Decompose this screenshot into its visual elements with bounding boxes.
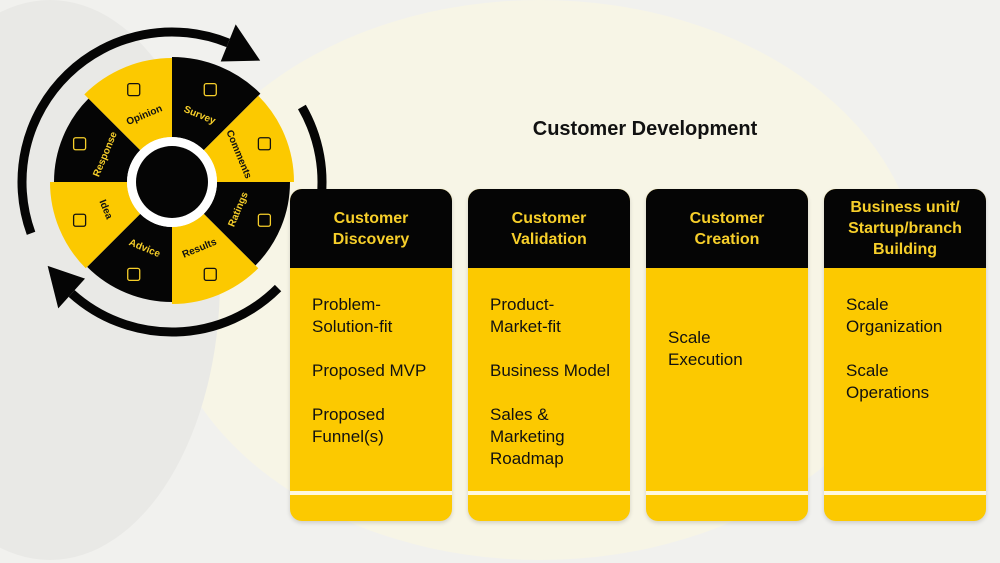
- stage-items: Scale Execution: [668, 268, 802, 451]
- wheel-segment-response: [54, 98, 141, 182]
- wheel-center: [136, 146, 208, 218]
- wheel-segment-advice: [87, 213, 172, 302]
- card-divider: [468, 491, 630, 495]
- stage-item: Scale Organization: [846, 295, 943, 336]
- ratings-icon: [257, 213, 272, 227]
- stage-title: Customer Discovery: [290, 189, 452, 268]
- stage-item: Business Model: [490, 361, 611, 380]
- stage-item: Scale Operations: [846, 361, 930, 402]
- stage-item: Sales & Marketing Roadmap: [490, 405, 565, 468]
- advice-icon: [127, 267, 141, 282]
- stage-title: Customer Validation: [468, 189, 630, 268]
- comment-icon: [257, 137, 272, 151]
- feedback-wheel: SurveyCommentsRatingsResultsAdviceIdeaRe…: [17, 24, 327, 337]
- card-divider: [290, 491, 452, 495]
- wheel-segment-survey: [172, 57, 261, 151]
- stage-item: Scale Execution: [668, 327, 743, 369]
- stage-title: Customer Creation: [646, 189, 808, 268]
- card-divider: [824, 491, 986, 495]
- arrow-head-icon: [220, 24, 261, 62]
- wheel-segment-ratings: [203, 182, 290, 266]
- wheel-segment-results: [172, 213, 259, 304]
- lightbulb-icon: [72, 213, 87, 227]
- cycle-arrow-top: [17, 27, 230, 235]
- stage-item: Proposed Funnel(s): [312, 405, 385, 446]
- opinion-icon: [127, 82, 141, 97]
- stage-item: Proposed MVP: [312, 361, 427, 380]
- wheel-segment-comments: [203, 95, 294, 182]
- survey-icon: [203, 82, 217, 97]
- results-icon: [203, 267, 217, 282]
- arrow-head-icon: [47, 265, 86, 309]
- cycle-arrow-bottom: [68, 284, 282, 337]
- page-title: Customer Development: [532, 118, 758, 140]
- stage-title: Business unit/ Startup/branch Building: [824, 189, 986, 268]
- stage-item: Product- Market-fit: [490, 295, 561, 336]
- stage-item: Problem- Solution-fit: [312, 295, 393, 336]
- wheel-segment-idea: [50, 182, 141, 269]
- wheel-segment-opinion: [84, 58, 172, 151]
- response-icon: [72, 137, 87, 151]
- card-divider: [646, 491, 808, 495]
